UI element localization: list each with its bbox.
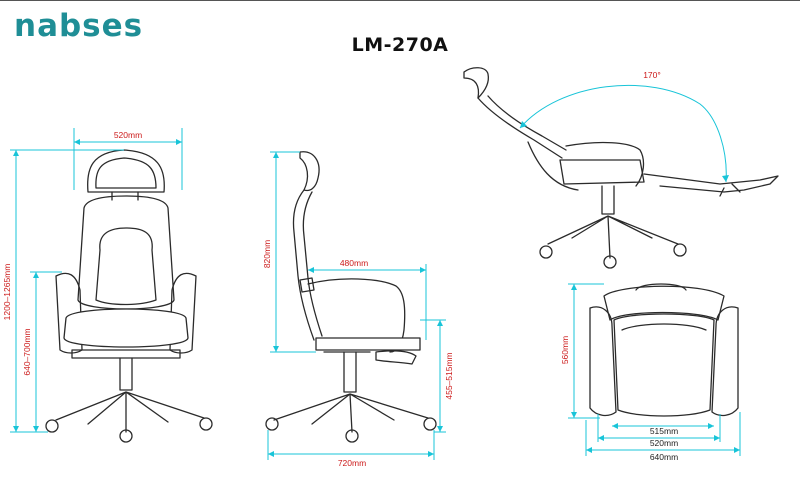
- side-view-chair: [265, 151, 437, 443]
- front-view-dimensions: [10, 128, 183, 433]
- brand-logo: nabses: [14, 8, 144, 44]
- side-base-width-label: 720mm: [338, 458, 366, 468]
- recline-angle-dimension: [519, 84, 729, 183]
- top-arm-width-label: 520mm: [650, 438, 678, 448]
- top-view-dimensions: [568, 283, 741, 456]
- side-view-dimensions: [267, 151, 446, 460]
- front-total-height-label: 1200–1265mm: [2, 264, 12, 321]
- top-border: [0, 0, 800, 1]
- top-seat-width-label: 515mm: [650, 426, 678, 436]
- side-seat-height-label: 455–515mm: [444, 352, 454, 399]
- top-depth-label: 560mm: [560, 336, 570, 364]
- top-view-chair: [589, 283, 739, 417]
- recline-angle-label: 170°: [643, 70, 661, 80]
- side-depth-label: 480mm: [340, 258, 368, 268]
- front-view-chair: [45, 149, 213, 443]
- front-seat-height-label: 640–700mm: [22, 328, 32, 375]
- model-title: LM-270A: [351, 34, 449, 56]
- top-total-width-label: 640mm: [650, 452, 678, 462]
- side-back-height-label: 820mm: [262, 240, 272, 268]
- reclined-view-chair: [463, 67, 779, 269]
- front-width-label: 520mm: [114, 130, 142, 140]
